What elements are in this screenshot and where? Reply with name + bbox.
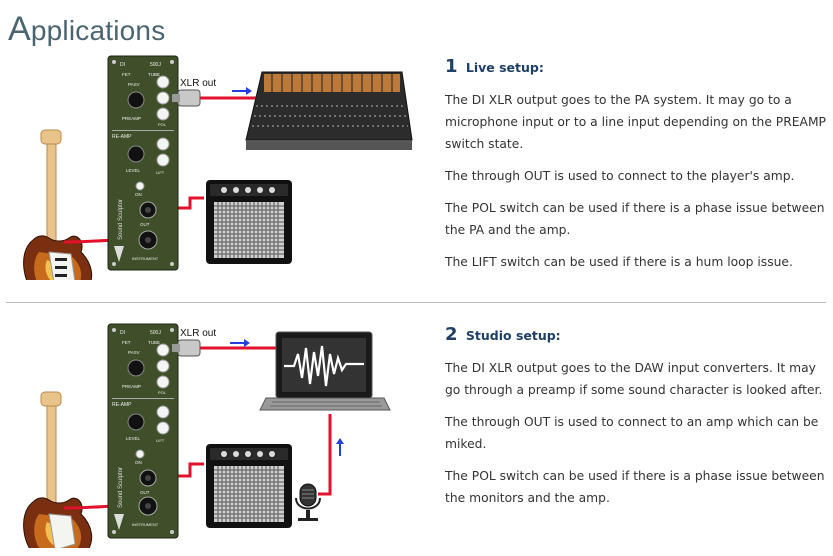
logo-icon (114, 246, 124, 262)
preamp-knob (127, 91, 145, 109)
studio-setup-section: 2 Studio setup: The DI XLR output goes t… (445, 324, 830, 519)
paragraph: The through OUT is used to connect to an… (445, 415, 819, 451)
xlr-out-label: XLR out (180, 328, 216, 339)
fet-label: FET (122, 340, 131, 345)
paragraph: The POL switch can be used if there is a… (445, 201, 825, 237)
instrument-label: INSTRUMENT (132, 522, 159, 527)
paragraph: The DI XLR output goes to the DAW input … (445, 361, 823, 397)
pasv-label: PASV (128, 82, 140, 87)
xlr-connector-icon (172, 89, 201, 107)
out-label: OUT (140, 222, 150, 227)
mic-cable (318, 414, 332, 496)
signal-arrow-right (232, 87, 252, 95)
pol-label: POL (158, 122, 167, 127)
waveform-icon (284, 345, 364, 387)
preamp-label: PREAMP (122, 116, 141, 121)
page-title-rest: pplications (30, 15, 166, 46)
brand-label: Sound Sculptor (118, 467, 124, 508)
reamp-label: RE-AMP (112, 402, 132, 408)
paragraph: The through OUT is used to connect to th… (445, 169, 795, 183)
tube-label: TUBE (148, 340, 160, 345)
level-knob (127, 145, 145, 163)
logo-icon (114, 514, 124, 530)
model-label: 500J (150, 62, 161, 68)
on-label: ON (135, 460, 142, 465)
section-heading: Studio setup: (465, 328, 561, 343)
paragraph: The POL switch can be used if there is a… (445, 469, 825, 505)
out-label: OUT (140, 490, 150, 495)
pasv-label: PASV (128, 350, 140, 355)
di-label: DI (120, 62, 125, 68)
di-module: DI 500J FET TUBE PASV PREAMP POL RE-AMP … (107, 323, 179, 539)
di-label: DI (120, 330, 125, 336)
live-setup-section: 1 Live setup: The DI XLR output goes to … (445, 56, 830, 283)
laptop-icon (259, 331, 391, 411)
di-module: DI 500J FET TUBE PASV PREAMP POL RE-AMP … (107, 55, 179, 271)
guitar-icon (23, 391, 93, 556)
level-label: LEVEL (126, 168, 141, 173)
live-setup-diagram: DI 500J FET TUBE PASV PREAMP POL RE-AMP … (0, 50, 440, 304)
guitar-amp-icon (205, 179, 293, 265)
level-label: LEVEL (126, 436, 141, 441)
on-label: ON (135, 192, 142, 197)
lift-label: LIFT (156, 438, 165, 443)
lift-label: LIFT (156, 170, 165, 175)
reamp-label: RE-AMP (112, 134, 132, 140)
xlr-cable (198, 96, 264, 108)
studio-setup-heading: 2 Studio setup: (445, 324, 830, 347)
paragraph: The LIFT switch can be used if there is … (445, 255, 793, 269)
guitar-amp-icon (205, 443, 293, 529)
tube-label: TUBE (148, 72, 160, 77)
brand-label: Sound Sculptor (118, 199, 124, 240)
section-number: 1 (445, 56, 458, 77)
guitar-icon (23, 129, 93, 304)
preamp-knob (127, 359, 145, 377)
section-number: 2 (445, 324, 458, 345)
page-title-initial: A (8, 10, 31, 48)
mixing-console-icon (245, 71, 413, 150)
microphone-icon (295, 483, 321, 521)
live-setup-heading: 1 Live setup: (445, 56, 830, 79)
signal-arrow-up (336, 438, 344, 456)
level-knob (127, 413, 145, 431)
paragraph: The DI XLR output goes to the PA system.… (445, 93, 826, 151)
section-heading: Live setup: (465, 60, 544, 75)
xlr-out-label: XLR out (180, 78, 216, 89)
model-label: 500J (150, 330, 161, 336)
preamp-label: PREAMP (122, 384, 141, 389)
signal-arrow-right (230, 339, 250, 347)
fet-label: FET (122, 72, 131, 77)
section-divider (6, 302, 826, 303)
page-title: Applications (8, 10, 165, 49)
instrument-label: INSTRUMENT (132, 256, 159, 261)
studio-setup-diagram: DI 500J FET TUBE PASV PREAMP POL RE-AMP … (0, 318, 440, 556)
pol-label: POL (158, 390, 167, 395)
xlr-connector-icon (172, 339, 201, 357)
